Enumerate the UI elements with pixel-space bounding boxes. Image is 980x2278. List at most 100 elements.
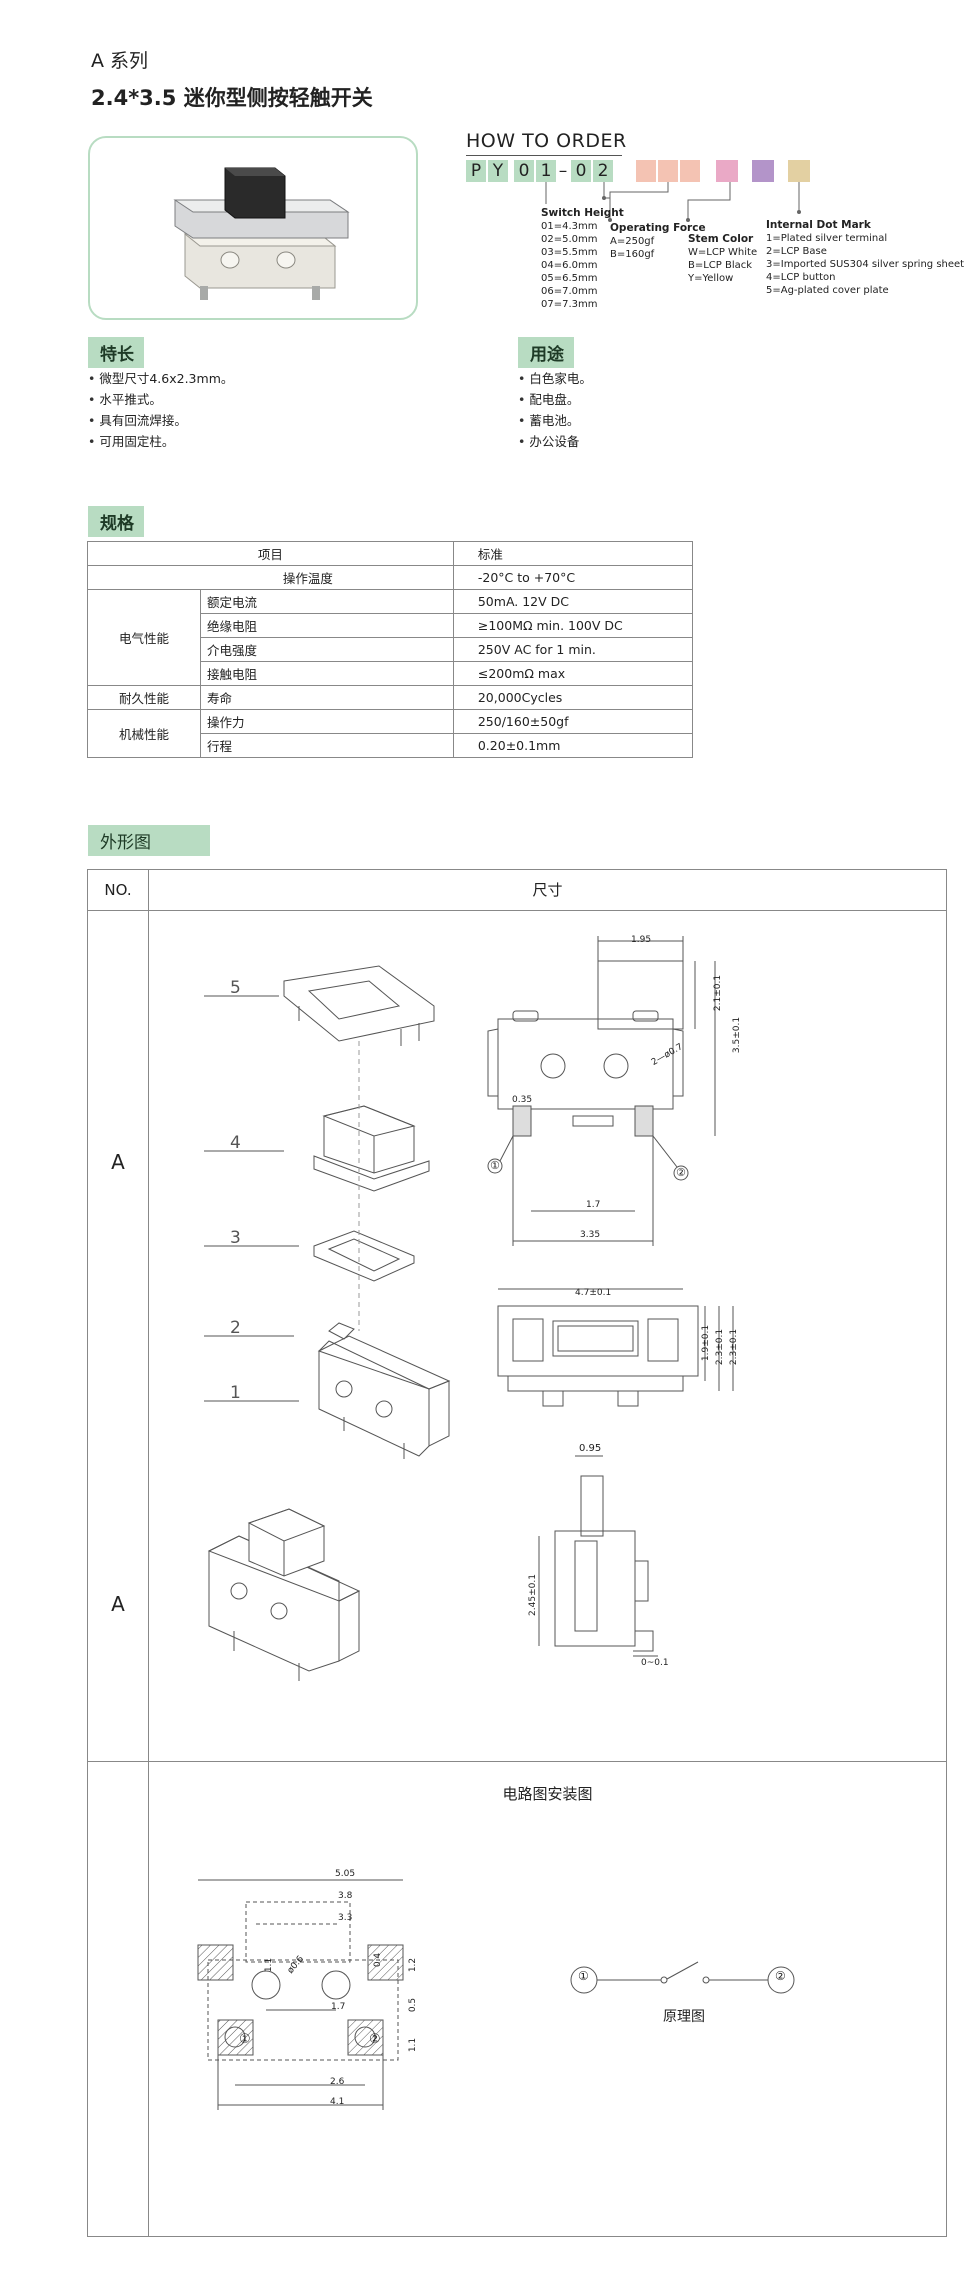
- code-char-5: 0: [571, 160, 591, 182]
- dim-label: 2.45±0.1: [527, 1574, 538, 1616]
- spec-value: 20,000Cycles: [452, 685, 694, 710]
- spec-label: 介电强度: [200, 637, 454, 662]
- pad-1-marker: ①: [239, 2032, 251, 2047]
- operating-force-item: A=250gf: [610, 236, 655, 247]
- spec-value: 0.20±0.1mm: [452, 733, 694, 758]
- dim-label: 3.5±0.1: [732, 1016, 743, 1054]
- switch-height-item: 01=4.3mm: [541, 221, 598, 232]
- list-item: 白色家电。: [518, 368, 592, 389]
- page-title: 2.4*3.5 迷你型侧按轻触开关: [91, 86, 373, 110]
- pcb-dim: 0.4: [373, 1952, 384, 1968]
- pcb-dim: 3.8: [338, 1891, 353, 1901]
- dot-mark-legend: Internal Dot Mark 1=Plated silver termin…: [766, 219, 964, 297]
- dim-label: 0.35: [512, 1095, 533, 1105]
- list-item: 水平推式。: [88, 389, 233, 410]
- table-row: 行程 0.20±0.1mm: [88, 733, 694, 758]
- operating-force-title: Operating Force: [610, 222, 706, 234]
- pcb-dim: 5.05: [335, 1869, 356, 1879]
- order-title-underline: [466, 155, 622, 156]
- dot-mark-title: Internal Dot Mark: [766, 219, 871, 231]
- list-item: 可用固定柱。: [88, 431, 233, 452]
- spec-value: ≥100MΩ min. 100V DC: [452, 613, 694, 638]
- table-row: 操作温度 -20°C to +70°C: [87, 565, 694, 590]
- list-item: 具有回流焊接。: [88, 410, 233, 431]
- how-to-order-title: HOW TO ORDER: [466, 130, 627, 152]
- outline-tag: 外形图: [88, 825, 210, 856]
- force-box-1: [636, 160, 656, 182]
- spec-label: 接触电阻: [200, 661, 454, 686]
- part-number: 5: [230, 978, 241, 998]
- pad-2-marker: ②: [369, 2032, 381, 2047]
- pcb-dim: 1.1: [264, 1957, 275, 1973]
- spec-head-item: 项目: [87, 541, 454, 566]
- dot-mark-item: 4=LCP button: [766, 272, 836, 283]
- stem-color-item: Y=Yellow: [688, 273, 734, 284]
- code-char-4: 1: [536, 160, 556, 182]
- col-dim-header: 尺寸: [149, 870, 946, 911]
- dim-label: 2.3±0.1: [715, 1328, 726, 1366]
- spec-label: 操作温度: [87, 565, 454, 590]
- switch-height-title: Switch Height: [541, 207, 624, 219]
- part-number: 3: [230, 1228, 241, 1248]
- stem-color-box: [716, 160, 738, 182]
- table-row: 接触电阻 ≤200mΩ max: [88, 661, 694, 686]
- row-label-a2: A: [111, 1592, 125, 1616]
- list-item: 蓄电池。: [518, 410, 592, 431]
- dim-label: 2.3±0.1: [729, 1328, 740, 1366]
- spec-value: -20°C to +70°C: [452, 565, 694, 590]
- switch-height-item: 04=6.0mm: [541, 260, 598, 271]
- operating-force-item: B=160gf: [610, 249, 655, 260]
- dim-label: 2.1±0.1: [713, 974, 724, 1012]
- code-char-3: 0: [514, 160, 534, 182]
- technical-views-drawing: [487, 936, 734, 1657]
- stem-color-item: B=LCP Black: [688, 260, 753, 271]
- pcb-dim: 1.2: [408, 1957, 419, 1973]
- dimension-table: NO. 尺寸 A A: [87, 869, 947, 2237]
- product-image-box: [88, 136, 418, 320]
- uses-list: 白色家电。 配电盘。 蓄电池。 办公设备: [518, 368, 592, 452]
- switch-height-item: 06=7.0mm: [541, 286, 598, 297]
- spec-head-standard: 标准: [452, 541, 694, 566]
- code-char-6: 2: [593, 160, 613, 182]
- spec-group: 电气性能: [87, 589, 201, 686]
- pcb-dim: 1.1: [408, 2037, 419, 2053]
- force-box-3: [680, 160, 700, 182]
- spec-value: 250V AC for 1 min.: [452, 637, 694, 662]
- order-leader-lines: [545, 182, 801, 222]
- dot-mark-item: 2=LCP Base: [766, 246, 827, 257]
- pcb-layout-drawing: [197, 1879, 404, 2110]
- spec-label: 额定电流: [200, 589, 454, 614]
- spec-value: ≤200mΩ max: [452, 661, 694, 686]
- switch-height-item: 02=5.0mm: [541, 234, 598, 245]
- switch-height-item: 07=7.3mm: [541, 299, 598, 310]
- switch-height-legend: Switch Height 01=4.3mm 02=5.0mm 03=5.5mm…: [541, 207, 624, 311]
- switch-height-item: 05=6.5mm: [541, 273, 598, 284]
- spec-label: 操作力: [200, 709, 454, 734]
- dim-label: 1.7: [586, 1200, 601, 1210]
- schematic-terminal-1: ①: [578, 1969, 589, 1983]
- part-number: 1: [230, 1383, 241, 1403]
- part-number: 4: [230, 1133, 241, 1153]
- list-item: 办公设备: [518, 431, 592, 452]
- spec-value: 50mA. 12V DC: [452, 589, 694, 614]
- dot-mark-box: [752, 160, 774, 182]
- stem-color-title: Stem Color: [688, 233, 754, 245]
- spec-label: 寿命: [200, 685, 454, 710]
- column-divider: [148, 910, 149, 2236]
- list-item: 微型尺寸4.6x2.3mm。: [88, 368, 233, 389]
- dim-label: 0~0.1: [641, 1658, 669, 1668]
- spec-table: 项目 标准 操作温度 -20°C to +70°C 电气性能 额定电流 50mA…: [87, 541, 694, 758]
- principle-label: 原理图: [663, 2009, 705, 2025]
- schematic-terminal-2: ②: [775, 1969, 786, 1983]
- spec-tag: 规格: [88, 506, 144, 537]
- code-char-2: Y: [488, 160, 508, 182]
- spec-group: 耐久性能: [87, 685, 201, 710]
- table-row: 耐久性能 寿命 20,000Cycles: [87, 685, 694, 710]
- circuit-title: 电路图安装图: [502, 1785, 593, 1803]
- table-row: 电气性能 额定电流 50mA. 12V DC: [87, 589, 694, 686]
- spec-value: 250/160±50gf: [452, 709, 694, 734]
- switch-height-item: 03=5.5mm: [541, 247, 598, 258]
- schematic-drawing: [570, 1961, 795, 1994]
- dim-label: 1.95: [631, 935, 652, 945]
- dim-label: 0.95: [579, 1443, 602, 1454]
